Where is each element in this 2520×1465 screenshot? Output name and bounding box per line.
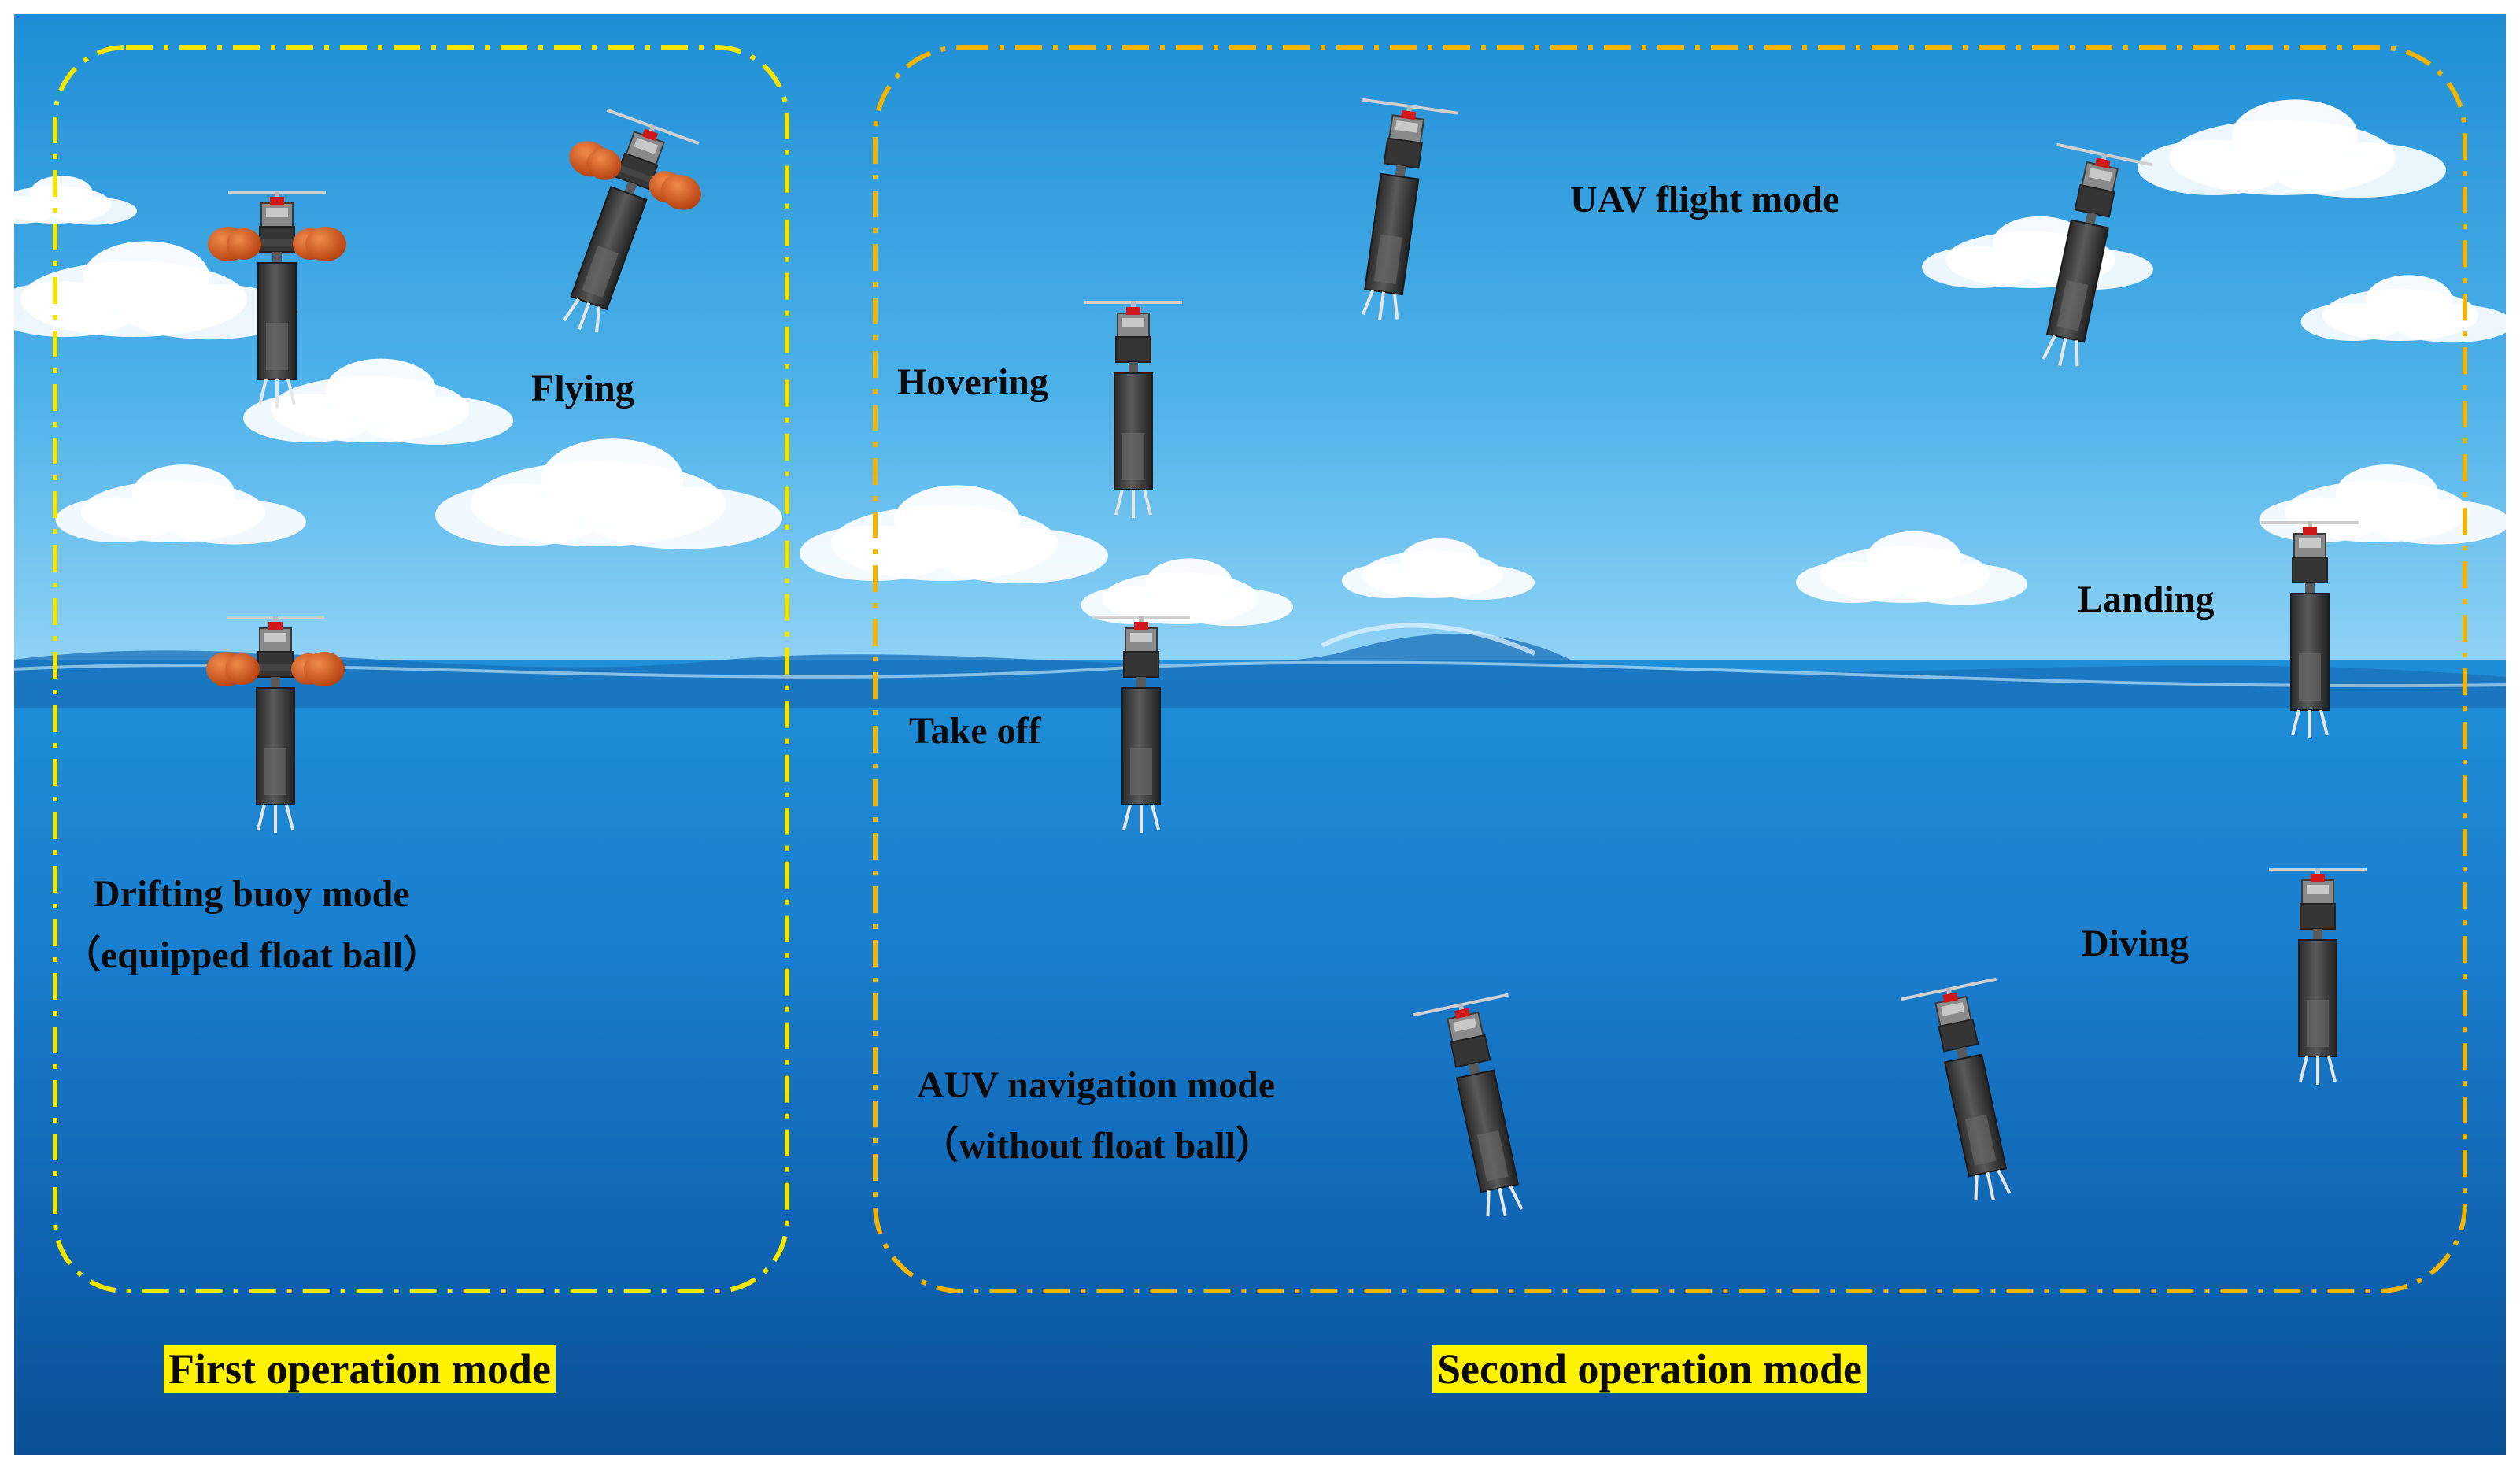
hovering-label: Hovering (897, 361, 1048, 403)
diving-label: Diving (2082, 923, 2189, 964)
flying-label: Flying (531, 368, 634, 409)
first-operation-mode-frame (53, 45, 789, 1293)
uav-flight-mode-label: UAV flight mode (1570, 179, 1840, 220)
second-operation-mode-frame (873, 45, 2467, 1293)
wave-icon (14, 634, 2506, 708)
landing-label: Landing (2078, 579, 2215, 620)
first-operation-mode-label: First operation mode (164, 1345, 556, 1393)
equipped-float-ball-label: （equipped float ball） (63, 934, 442, 976)
auv-navigation-mode-label: AUV navigation mode (917, 1064, 1276, 1106)
sea-background (14, 660, 2506, 1455)
take-off-label: Take off (909, 710, 1041, 752)
second-operation-mode-label: Second operation mode (1432, 1345, 1867, 1393)
sky-background (14, 14, 2506, 660)
without-float-ball-label: （without float ball） (921, 1125, 1274, 1167)
drifting-buoy-mode-label: Drifting buoy mode (93, 873, 410, 915)
